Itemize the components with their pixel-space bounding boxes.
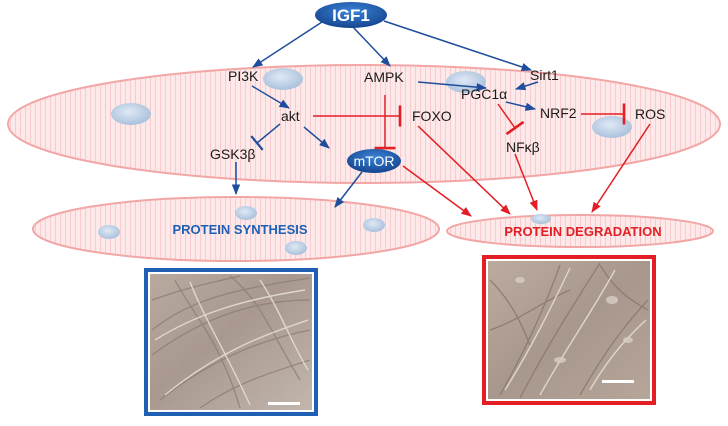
protein-degradation-oval: PROTEIN DEGRADATION [446, 214, 714, 248]
edge-pi3k-akt [251, 85, 290, 109]
mtor-label: mTOR [354, 153, 395, 169]
degradation-edges [402, 123, 651, 217]
vesicle [98, 225, 120, 239]
activation-edges [231, 20, 539, 208]
protein-synthesis-oval: PROTEIN SYNTHESIS [32, 196, 440, 262]
akt-label: akt [281, 108, 300, 124]
vesicle [263, 68, 303, 90]
foxo-label: FOXO [412, 108, 452, 124]
edge-foxo-degradation [417, 125, 511, 215]
edge-mtor-synthesis [334, 171, 363, 208]
gsk3b-label: GSK3β [210, 146, 255, 162]
edge-akt-mtor [303, 126, 330, 149]
vesicle [235, 206, 257, 220]
edge-igf1-sirt1 [383, 20, 532, 71]
igf1-label: IGF1 [332, 6, 370, 25]
edge-pgc1a-nrf2 [505, 101, 537, 111]
protein-degradation-label: PROTEIN DEGRADATION [504, 224, 661, 239]
ros-label: ROS [635, 106, 665, 122]
inhibition-edges [250, 95, 626, 151]
nrf2-label: NRF2 [540, 105, 577, 121]
nfkb-label: NFκβ [506, 139, 540, 155]
pgc1a-label: PGC1α [461, 86, 507, 102]
mtor-node: mTOR [347, 149, 401, 173]
vesicle [531, 214, 551, 224]
edge-sirt1-pgc1a [514, 81, 539, 91]
vesicle [592, 116, 632, 138]
vesicle [111, 103, 151, 125]
cell-body [7, 64, 721, 184]
pi3k-label: PI3K [228, 68, 259, 84]
vesicle [363, 218, 385, 232]
edge-igf1-ampk [351, 25, 391, 67]
scale-bar-icon [268, 402, 300, 405]
igf1-node: IGF1 [315, 2, 387, 28]
edge-ros-degradation [591, 123, 651, 213]
edge-pgc1a-nfkb-inhibit [497, 103, 525, 136]
vesicle [285, 241, 307, 255]
edge-igf1-pi3k [252, 21, 323, 68]
synthesis-micrograph [144, 268, 318, 416]
sirt1-label: Sirt1 [530, 67, 559, 83]
scale-bar-icon [602, 380, 634, 383]
edge-ampk-pgc1a [417, 81, 488, 92]
ampk-label: AMPK [364, 69, 404, 85]
edge-akt-gsk3b-inhibit [250, 123, 281, 151]
edge-nfkb-degradation [514, 153, 538, 211]
degradation-micrograph [482, 255, 656, 405]
edge-mtor-degradation [402, 165, 472, 217]
protein-synthesis-label: PROTEIN SYNTHESIS [172, 222, 307, 237]
